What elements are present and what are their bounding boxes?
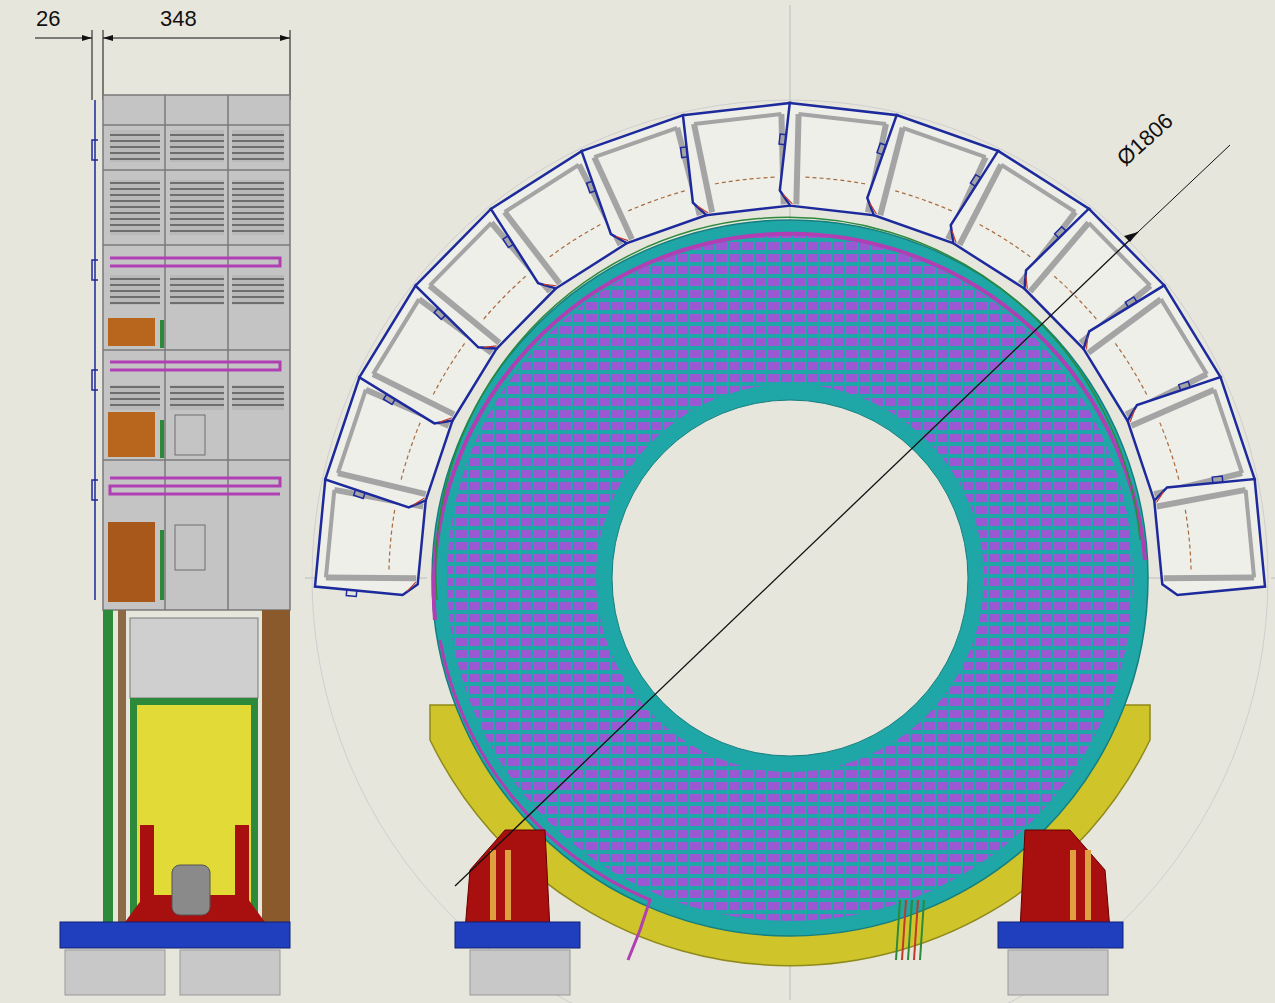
dimension-label: 348	[160, 8, 197, 30]
dimension-label: 26	[36, 8, 60, 30]
